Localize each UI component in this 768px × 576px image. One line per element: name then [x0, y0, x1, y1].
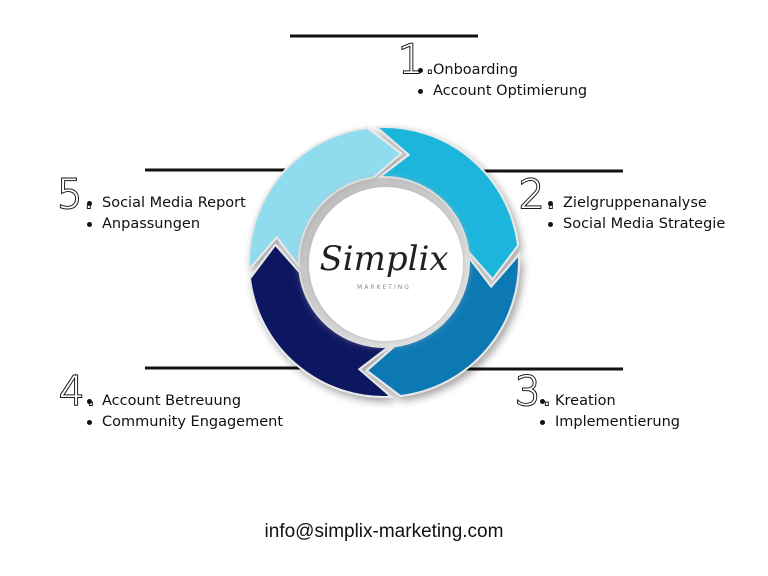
step-4-items: Account Betreuung Community Engagement	[86, 391, 283, 433]
ring-segment-bottom-left	[248, 243, 394, 398]
step-4-item: Community Engagement	[86, 412, 283, 433]
step-number-1: 1.	[398, 37, 436, 83]
step-number-5: 5.	[57, 172, 95, 218]
ring-segment-bottom-right	[365, 252, 520, 398]
step-2-items: Zielgruppenanalyse Social Media Strategi…	[547, 193, 725, 235]
logo-wordmark: Simplix	[319, 239, 448, 279]
step-number-2: 2.	[519, 172, 557, 218]
step-number-3: 3.	[515, 369, 553, 415]
step-2-item: Zielgruppenanalyse	[547, 193, 725, 214]
ring-segment-top-right	[374, 126, 520, 281]
simplix-logo: Simplix MARKETING	[319, 239, 448, 291]
step-1-item: Account Optimierung	[417, 81, 587, 102]
step-5-item: Anpassungen	[86, 214, 246, 235]
step-4-item: Account Betreuung	[86, 391, 283, 412]
step-3-item: Kreation	[539, 391, 680, 412]
step-number-4: 4.	[59, 369, 97, 415]
step-1-item: Onboarding	[417, 60, 587, 81]
cycle-ring	[248, 126, 520, 398]
step-3-items: Kreation Implementierung	[539, 391, 680, 433]
contact-email[interactable]: info@simplix-marketing.com	[264, 521, 504, 542]
step-5-item: Social Media Report	[86, 193, 246, 214]
step-5-items: Social Media Report Anpassungen	[86, 193, 246, 235]
step-1-items: Onboarding Account Optimierung	[417, 60, 587, 102]
logo-subword: MARKETING	[357, 284, 411, 291]
step-3-item: Implementierung	[539, 412, 680, 433]
ring-segment-top-left	[248, 126, 403, 272]
step-2-item: Social Media Strategie	[547, 214, 725, 235]
logo-circle	[309, 187, 463, 341]
